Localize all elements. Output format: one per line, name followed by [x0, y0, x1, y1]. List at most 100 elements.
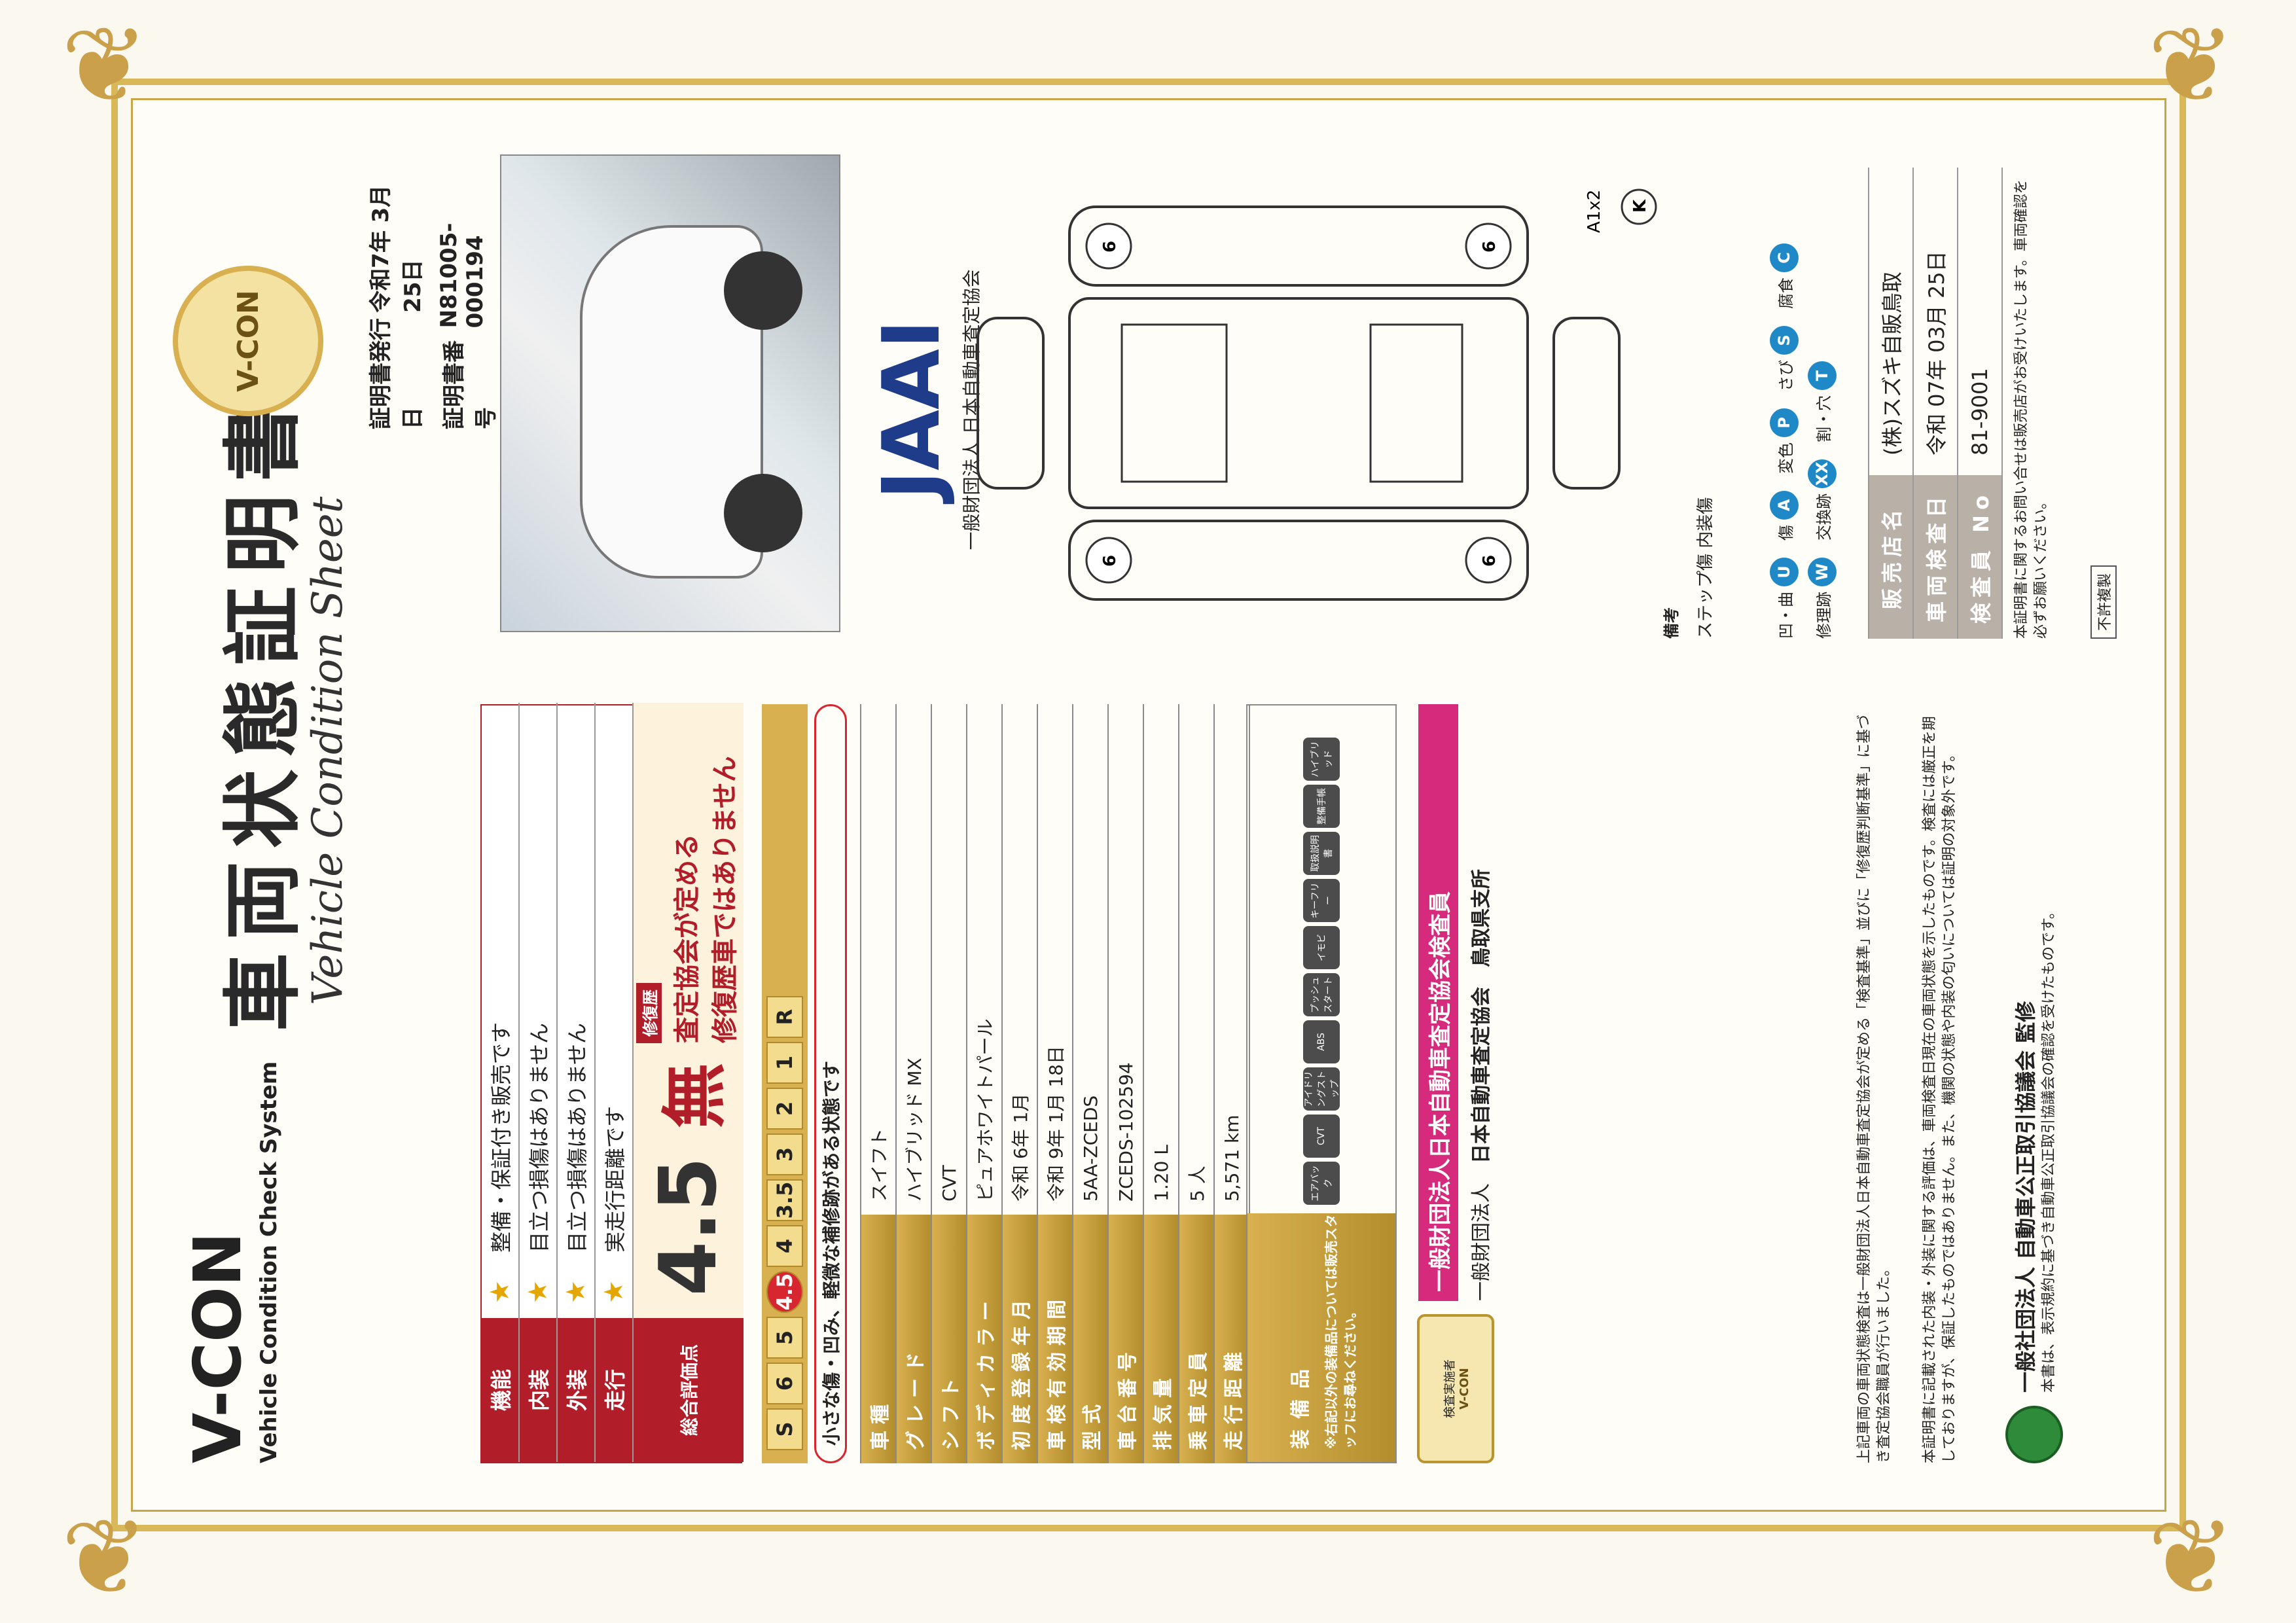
legend-code-badge: T: [1808, 361, 1837, 390]
legal-text-2: 本証明書に記載された内装・外装に関する評価は、車両検査日現在の車両状態を示したも…: [1922, 716, 1958, 1463]
eval-row: 外装 ★ 目立つ損傷はありません: [558, 703, 596, 1462]
eval-row-label: 内装: [520, 1318, 556, 1462]
supervisor-note: 本書は、表示規約に基づき自動車公正取引協議会の確認を受けたものです。: [2041, 904, 2058, 1393]
issue-date-label: 証明書発行日: [368, 318, 426, 429]
spec-label: 車検有効期間: [1038, 1215, 1072, 1463]
equipment-chip: ABS: [1303, 1020, 1340, 1063]
outer-gold-frame: [111, 79, 2186, 1531]
inspector-block: 検査実施者 V-CON 一般財団法人日本自動車査定協会検査員 一般財団法人 日本…: [1410, 704, 1501, 1463]
legend-code-badge: W: [1808, 558, 1837, 586]
sale-info-value: 81-9001: [1967, 368, 1992, 455]
car-wheel-icon: [724, 251, 802, 330]
equipment-chip: 整備手帳: [1303, 785, 1340, 828]
system-block: V-CON Vehicle Condition Check System: [179, 1061, 282, 1463]
spec-value: ZCEDS-102594: [1115, 1062, 1137, 1202]
car-windshield-outline: [1121, 323, 1228, 483]
cert-no: N81005-000194: [436, 223, 488, 329]
spec-row: 車種スイフト: [861, 704, 897, 1463]
damage-mark-a: A1x2: [1585, 190, 1604, 233]
spec-row: ボディカラー ピュアホワイトパール: [967, 704, 1003, 1463]
star-icon: ★: [599, 1280, 629, 1304]
equipment-label: 装備品: [1289, 1359, 1312, 1449]
page-subtitle: Vehicle Condition Sheet: [304, 496, 352, 1005]
spec-label: 走行距離: [1215, 1215, 1249, 1463]
page-title: 車両状態証明書: [218, 390, 309, 1031]
spec-value: 5 人: [1187, 1166, 1208, 1202]
tire-rear-left-icon: [1465, 537, 1512, 584]
eval-row-text: 目立つ損傷はありません: [565, 1022, 590, 1253]
tire-depth-rear-left: 6: [1480, 555, 1499, 567]
eval-row: 走行★実走行距離です: [596, 703, 634, 1462]
inspector-org: 一般財団法人: [1469, 1183, 1493, 1301]
spec-value: スイフト: [869, 1128, 890, 1202]
legal-text-1: 上記車両の車両状態検査は一般財団法人日本自動車査定協会が定める「検査基準」並びに…: [1856, 714, 1892, 1463]
spec-value: ハイブリッド MX: [904, 1058, 925, 1202]
car-left-side-outline: [1068, 520, 1529, 601]
tire-depth-front-left: 6: [1100, 555, 1120, 567]
grade-cell: 1: [766, 1042, 803, 1084]
grade-cell: 6: [766, 1363, 803, 1404]
spec-row: グレードハイブリッド MX: [897, 704, 932, 1463]
legend-label: 交換跡: [1814, 493, 1833, 541]
legend-code-badge: P: [1770, 408, 1799, 437]
car-roof-outline: [1068, 297, 1529, 509]
overall-label: 総合評価点: [679, 1344, 700, 1436]
spec-value: 1.20 L: [1150, 1145, 1172, 1202]
spec-value: 5AA-ZCEDS: [1079, 1095, 1102, 1202]
equipment-chip: ハイブリッド: [1303, 738, 1340, 781]
spec-label: ボディカラー: [967, 1215, 1001, 1463]
equipment-chip: 取扱説明書: [1303, 832, 1340, 875]
car-right-side-outline: [1068, 205, 1529, 287]
star-icon: ★: [561, 1280, 591, 1304]
legend-label: 変色: [1776, 442, 1795, 474]
tire-depth-rear-right: 6: [1480, 241, 1499, 253]
damage-diagram: 6 6 6 6 A1x2 K: [939, 168, 1822, 639]
spec-label: 乗車定員: [1179, 1215, 1213, 1463]
meta-block: 証明書発行日 令和7年 3月 25日 証明書番号 N81005-000194: [363, 148, 500, 429]
system-name: V-CON: [179, 1232, 256, 1463]
spec-value: ピュアホワイトパール: [975, 1018, 996, 1202]
car-wheel-icon: [724, 474, 802, 552]
equipment-chip: アイドリングストップ: [1303, 1067, 1340, 1111]
remarks-block: 備考 ステップ傷 内装傷: [1659, 168, 1750, 639]
legend-code-badge: U: [1770, 558, 1799, 586]
issue-date: 令和7年 3月 25日: [368, 185, 426, 313]
legend-code-badge: S: [1770, 326, 1799, 355]
spec-row: 乗車定員 5 人: [1179, 704, 1215, 1463]
eval-row-label: 外装: [558, 1318, 594, 1462]
supervisor: 一般社団法人 自動車公正取引協議会 監修: [2013, 1001, 2039, 1393]
sale-info-value: 令和 07年 03月 25日: [1924, 251, 1949, 455]
car-front-bumper-outline: [977, 317, 1045, 490]
spec-value: 令和 6年 1月: [1010, 1093, 1031, 1202]
legend-label: さび: [1776, 360, 1795, 391]
legend-label: 腐食: [1776, 277, 1795, 309]
legend-code-badge: XX: [1808, 459, 1837, 488]
eval-row: 機能★整備・保証付き販売です: [482, 703, 520, 1462]
repair-label: 修復歴: [636, 983, 662, 1043]
vcon-seal-icon: V-CON: [173, 266, 323, 416]
sale-info-label: 販売店名: [1869, 475, 1912, 639]
car-rear-window-outline: [1369, 323, 1463, 483]
spec-value: CVT: [938, 1165, 960, 1202]
ornament-bottom-right-icon: ❦: [2147, 1496, 2236, 1618]
seal-top: 検査実施者: [1443, 1359, 1457, 1418]
grade-cell: S: [766, 1408, 803, 1450]
remarks-text: ステップ傷 内装傷: [1696, 497, 1715, 639]
header: V-CON Vehicle Condition Check System 車両状…: [153, 120, 499, 1489]
spec-row: 初度登録年月令和 6年 1月: [1003, 704, 1038, 1463]
legend-item: さび S: [1770, 326, 1799, 391]
star-icon: ★: [485, 1280, 515, 1304]
tire-depth-front-right: 6: [1100, 241, 1120, 253]
repair-text-1: 査定協会が定める: [672, 834, 702, 1043]
inspector-banner: 一般財団法人日本自動車査定協会検査員: [1418, 704, 1458, 1301]
repair-text-2: 修復歴車ではありません: [709, 756, 740, 1043]
